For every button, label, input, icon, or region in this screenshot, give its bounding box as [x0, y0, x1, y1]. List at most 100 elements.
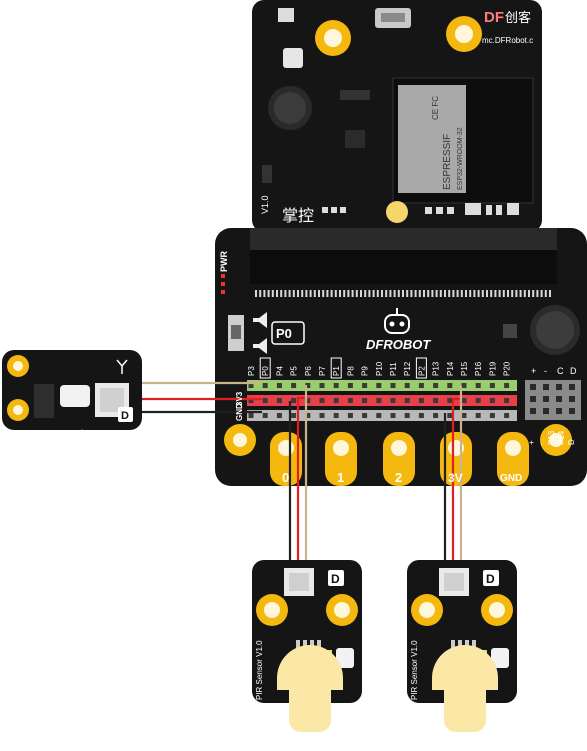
- header-pin: [390, 383, 396, 388]
- header-pin: [418, 413, 424, 418]
- side-header-pin: [530, 408, 536, 414]
- pir-dome: [432, 645, 498, 732]
- touch-pad: [386, 201, 408, 223]
- pin-label: P11: [389, 362, 398, 376]
- pir1-badge: D: [331, 572, 340, 586]
- header-pin: [404, 398, 410, 403]
- side-header-pin: [569, 408, 575, 414]
- pir-sensor-2: [407, 560, 517, 732]
- pin-label: P6: [304, 366, 313, 376]
- header-pin: [305, 383, 311, 388]
- side-label: C: [557, 366, 564, 376]
- edge-tooth: [549, 290, 551, 297]
- ir-receiver-module: [2, 350, 142, 430]
- header-pin: [347, 398, 353, 403]
- pin-label: P1: [332, 366, 341, 376]
- pin-label: P15: [460, 361, 469, 376]
- pin-label: P19: [488, 361, 497, 376]
- pad-label-1: 1: [337, 470, 344, 485]
- ir-badge: D: [121, 410, 129, 422]
- edge-tooth: [540, 290, 543, 297]
- pad-gnd: [497, 432, 529, 486]
- pin-label: P14: [446, 361, 455, 376]
- header-pin: [262, 398, 268, 403]
- header-pin: [333, 413, 339, 418]
- ground-row: [247, 410, 517, 421]
- edge-tooth: [431, 290, 434, 297]
- edge-tooth: [393, 290, 396, 297]
- pin-label: P13: [432, 361, 441, 376]
- header-pin: [262, 383, 268, 388]
- watermark-url: mc.DFRobot.c: [482, 36, 533, 45]
- wires: [140, 381, 463, 568]
- header-pin: [333, 383, 339, 388]
- pad-label-gnd: GND: [500, 473, 522, 484]
- pir1-power-wire: [296, 396, 308, 568]
- header-pin: [376, 413, 382, 418]
- chip-brand: ESPRESSIF: [442, 134, 453, 190]
- controller-version: V1.0: [260, 195, 270, 214]
- pad-0: [270, 432, 302, 486]
- edge-tooth: [343, 290, 346, 297]
- watermark-cn: 创客: [505, 10, 531, 25]
- edge-tooth: [532, 290, 535, 297]
- header-pin: [433, 398, 439, 403]
- edge-tooth: [309, 290, 312, 297]
- expansion-board: [215, 228, 587, 486]
- pad-label-3v: 3V: [448, 471, 463, 485]
- speaker-icon: [253, 338, 267, 354]
- header-pin: [433, 413, 439, 418]
- header-pin: [248, 398, 254, 403]
- edge-tooth: [515, 290, 518, 297]
- header-pin: [333, 398, 339, 403]
- header-pin: [404, 383, 410, 388]
- pin-label: P20: [503, 361, 512, 376]
- header-pin: [404, 413, 410, 418]
- header-pin: [291, 398, 297, 403]
- pir2-name: PIR Sensor V1.0: [410, 640, 419, 700]
- header-pin: [276, 413, 282, 418]
- header-pin: [390, 398, 396, 403]
- edge-tooth: [448, 290, 451, 297]
- edge-tooth: [502, 290, 505, 297]
- pad-label-0: 0: [282, 470, 289, 485]
- edge-tooth: [507, 290, 509, 297]
- header-pin: [461, 413, 467, 418]
- header-pin: [248, 383, 254, 388]
- edge-tooth: [381, 290, 383, 297]
- controller-name: 掌控: [282, 207, 314, 225]
- edge-tooth: [376, 290, 379, 297]
- side-header-pin: [543, 396, 549, 402]
- edge-tooth: [465, 290, 467, 297]
- ir-icon: [116, 359, 128, 374]
- header-pin: [376, 383, 382, 388]
- edge-tooth: [406, 290, 409, 297]
- watermark-brand: DF: [484, 9, 504, 26]
- reset-button: [278, 8, 294, 22]
- edge-tooth: [473, 290, 476, 297]
- header-pin: [475, 413, 481, 418]
- pad-3v: [440, 432, 472, 486]
- pwr-label: PWR: [219, 251, 229, 272]
- header-pin: [362, 383, 368, 388]
- brand-label: DFROBOT: [366, 337, 431, 352]
- header-pin: [347, 383, 353, 388]
- header-pin: [376, 398, 382, 403]
- side-header-pin: [543, 384, 549, 390]
- header-pin: [319, 398, 325, 403]
- edge-tooth: [368, 290, 371, 297]
- edge-tooth: [385, 290, 388, 297]
- edge-tooth: [410, 290, 413, 297]
- header-pin: [362, 413, 368, 418]
- pin-label: P0: [261, 366, 270, 376]
- edge-tooth: [322, 290, 325, 297]
- header-pin: [461, 383, 467, 388]
- edge-tooth: [288, 290, 291, 297]
- header-pin: [475, 383, 481, 388]
- pin-label: P3: [247, 366, 256, 376]
- df-logo-icon: [60, 385, 90, 407]
- edge-tooth: [276, 290, 278, 297]
- row-label-gnd: GND: [235, 403, 244, 421]
- signal-row: [247, 380, 517, 391]
- edge-tooth: [469, 290, 472, 297]
